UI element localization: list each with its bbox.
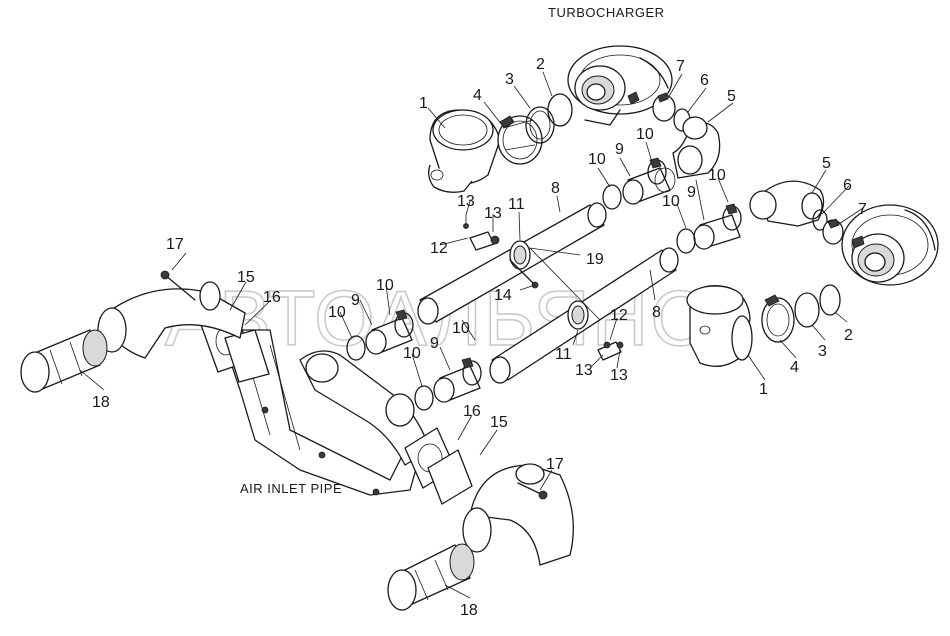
- callout-12-upper: 12: [430, 240, 448, 257]
- upper-clamp-part-4: [497, 115, 543, 165]
- callout-16-right: 16: [463, 403, 481, 420]
- callout-10-middle-b: 10: [328, 304, 346, 321]
- left-bolt-part-17: [160, 270, 196, 301]
- callout-11-upper: 11: [508, 196, 525, 213]
- callout-3-lower: 3: [818, 343, 827, 360]
- upper-bracket-part-12: [463, 215, 500, 251]
- middle-hose-part-9b: [433, 360, 482, 403]
- callout-9-middle-b: 9: [430, 335, 439, 352]
- right-bolt-part-17: [517, 482, 548, 500]
- callout-18-right: 18: [460, 602, 478, 619]
- callout-10-middle-c: 10: [452, 320, 470, 337]
- callout-7-upper: 7: [676, 58, 685, 75]
- middle-clamp-part-10a: [346, 335, 366, 361]
- middle-clamp-part-10b: [414, 385, 434, 411]
- callout-10-middle-a: 10: [376, 277, 394, 294]
- callout-15-right: 15: [490, 414, 508, 431]
- callout-2-lower: 2: [844, 327, 853, 344]
- callout-4-upper: 4: [473, 87, 482, 104]
- callout-13-upper-a: 13: [457, 193, 475, 210]
- right-sleeve-part-18: [387, 543, 475, 611]
- lower-clamp-part-4: [761, 294, 795, 343]
- callout-16-left: 16: [263, 289, 281, 306]
- callout-13-lower-a: 13: [575, 362, 593, 379]
- callout-9-upper: 9: [615, 141, 624, 158]
- caption-turbocharger: TURBOCHARGER: [548, 5, 665, 20]
- callout-10-upper-a: 10: [636, 126, 654, 143]
- callout-13-lower-b: 13: [610, 367, 628, 384]
- callout-2-upper: 2: [536, 56, 545, 73]
- upper-hose-part-9: [622, 159, 676, 205]
- upper-gasket-part-2: [547, 93, 573, 127]
- callout-10-lower-right-a: 10: [708, 167, 726, 184]
- callout-15-left: 15: [237, 269, 255, 286]
- callout-labels: 1 2 3 4 5 6 7 8 9 10 10 11 12 13 13 14 1…: [92, 56, 867, 619]
- callout-11-lower: 11: [555, 346, 572, 363]
- callout-3-upper: 3: [505, 71, 514, 88]
- callout-10-upper-b: 10: [588, 151, 606, 168]
- callout-17-right: 17: [546, 456, 564, 473]
- callout-9-middle-a: 9: [351, 292, 360, 309]
- callout-5-upper: 5: [727, 88, 736, 105]
- callout-10-lower-right-b: 10: [662, 193, 680, 210]
- callout-19: 19: [586, 251, 604, 268]
- upper-ring-part-3: [525, 106, 555, 144]
- lower-turbocharger: [841, 204, 939, 286]
- callout-8-lower: 8: [652, 304, 661, 321]
- lower-ring-part-3: [794, 292, 820, 328]
- upper-clamp-part-10a: [602, 184, 622, 210]
- callout-12-lower: 12: [610, 307, 628, 324]
- upper-elbow-part-5: [672, 116, 721, 179]
- callout-1-lower: 1: [759, 381, 768, 398]
- callout-10-middle-d: 10: [403, 345, 421, 362]
- lower-elbow-part-1: [686, 285, 753, 367]
- callout-5-lower: 5: [822, 155, 831, 172]
- callout-8-upper: 8: [551, 180, 560, 197]
- left-sleeve-part-18: [20, 329, 108, 393]
- callout-6-upper: 6: [700, 72, 709, 89]
- callout-4-lower: 4: [790, 359, 799, 376]
- lower-ring-part-6: [812, 209, 828, 231]
- callout-1-upper: 1: [419, 95, 428, 112]
- upper-elbow-part-1: [428, 109, 501, 193]
- callout-7-lower: 7: [858, 201, 867, 218]
- lower-right-hose-part-9: [693, 205, 742, 250]
- lower-gasket-part-2: [819, 284, 841, 316]
- leader-lines: [79, 71, 864, 599]
- callout-14: 14: [494, 287, 512, 304]
- callout-17-left: 17: [166, 236, 184, 253]
- callout-18-left: 18: [92, 394, 110, 411]
- air-inlet-pipe-assembly: [199, 309, 473, 505]
- callout-6-lower: 6: [843, 177, 852, 194]
- right-elbow-part-15: [462, 463, 574, 566]
- lower-right-clamp-part-10: [676, 228, 696, 254]
- caption-air-inlet-pipe: AIR INLET PIPE: [240, 481, 342, 496]
- callout-9-lower-right: 9: [687, 184, 696, 201]
- upper-turbocharger: [567, 45, 673, 126]
- callout-13-upper-b: 13: [484, 205, 502, 222]
